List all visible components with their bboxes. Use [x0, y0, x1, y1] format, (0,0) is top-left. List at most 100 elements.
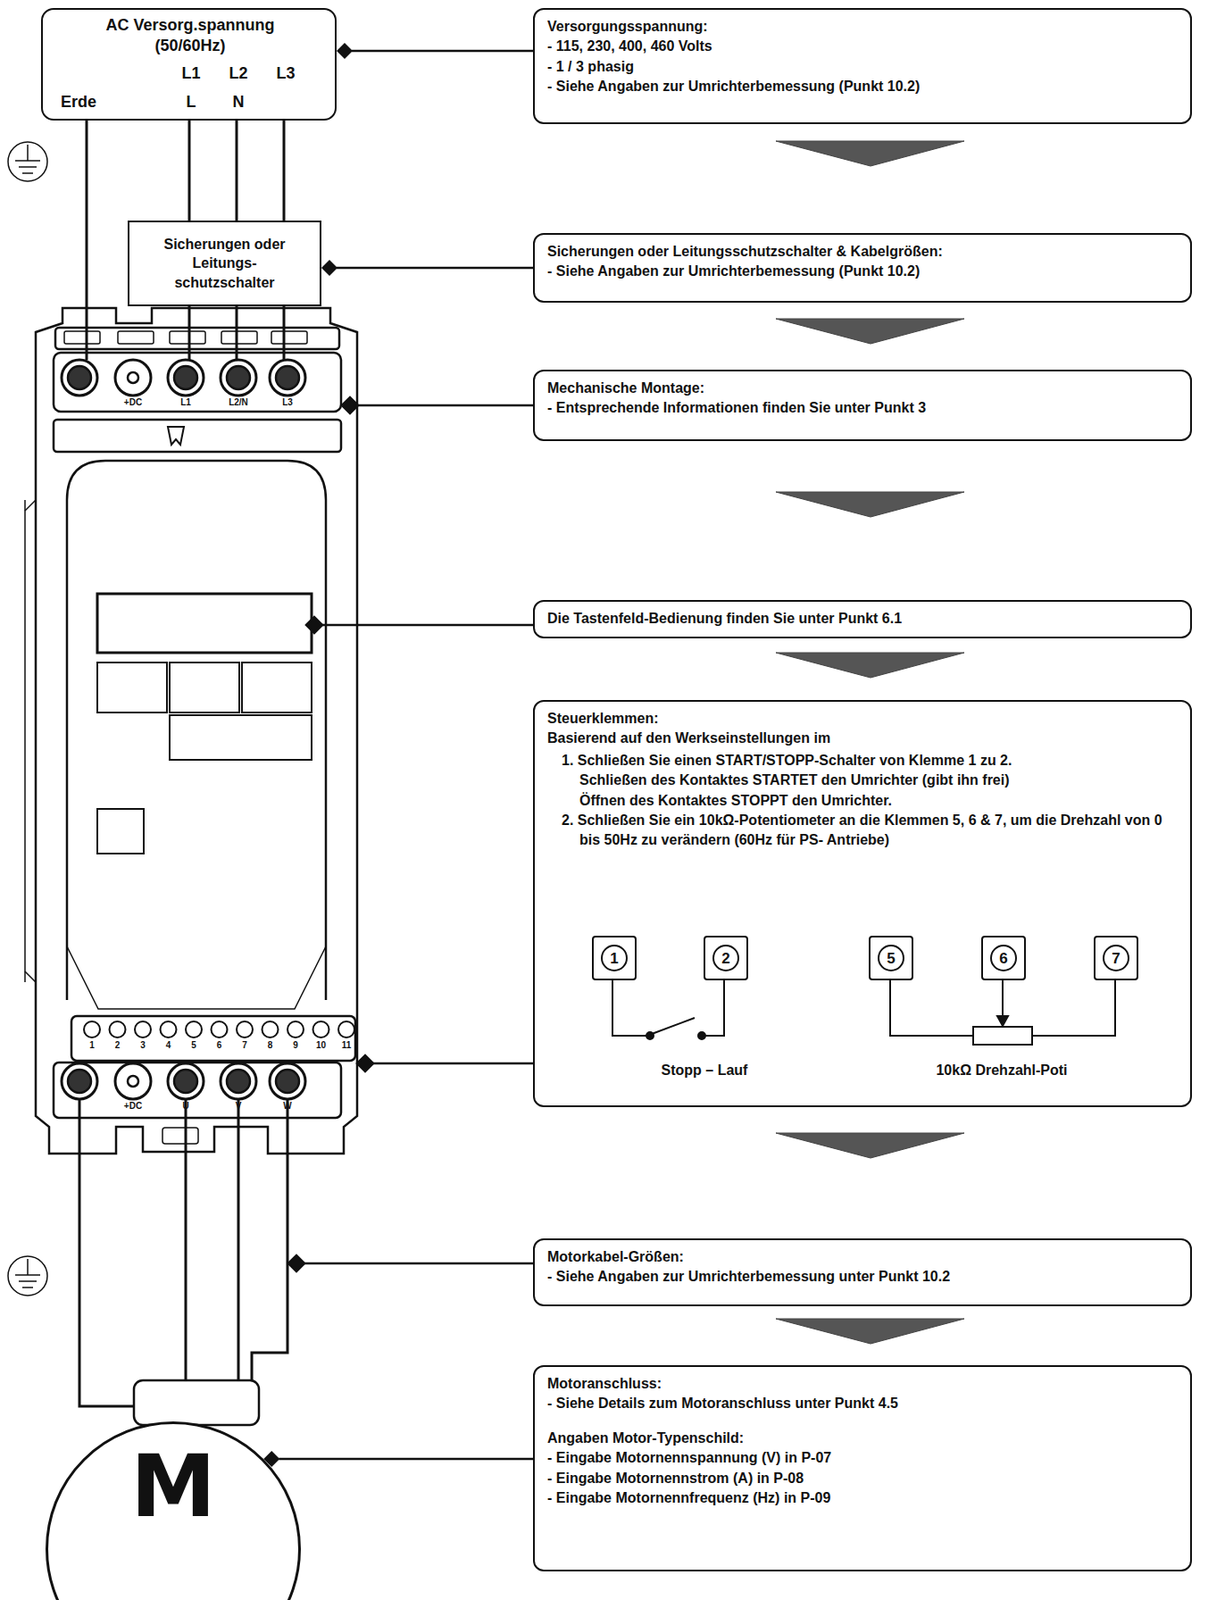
motor-terminal — [61, 1063, 306, 1100]
box-heading: Die Tastenfeld-Bedienung finden Sie unte… — [547, 608, 1178, 629]
connector — [775, 318, 965, 344]
box-text: - Eingabe Motornennspannung (V) in P-07 — [547, 1448, 1178, 1468]
power-terminal — [61, 359, 306, 396]
connector — [263, 1450, 534, 1467]
terminal-screw — [83, 1021, 100, 1038]
connector — [775, 491, 965, 517]
box-text: 1. Schließen Sie einen START/STOPP-Schal… — [561, 750, 1178, 771]
control-terminal-strip — [83, 1021, 355, 1038]
box-heading: Motorkabel-Größen: — [547, 1247, 1178, 1267]
box-text: - 1 / 3 phasig — [547, 57, 1178, 77]
phase-label: Erde — [60, 91, 97, 113]
info-box: Motoranschluss:- Siehe Details zum Motor… — [533, 1365, 1192, 1572]
switch-wiring — [612, 979, 725, 1040]
box-text: 2. Schließen Sie ein 10kΩ-Potentiometer … — [579, 810, 1178, 851]
phase-label: L — [186, 91, 197, 113]
terminal-number: 1 — [600, 944, 628, 972]
info-box: Sicherungen oder Leitungsschutzschalter … — [533, 233, 1192, 303]
terminal-number: 2 — [712, 944, 740, 972]
info-box: Steuerklemmen:Basierend auf den Werksein… — [533, 699, 1192, 1108]
terminal-number: 1 — [89, 1040, 95, 1050]
terminal-label: U — [182, 1100, 189, 1111]
wiring-label: Stopp – Lauf — [661, 1062, 749, 1079]
terminal-box: 1 — [591, 935, 637, 981]
fuse-box: Sicherungen oder Leitungs- schutzschalte… — [127, 220, 322, 307]
terminal-screw — [236, 1021, 253, 1038]
box-heading: Mechanische Montage: — [547, 378, 1178, 399]
fuse-text: Sicherungen oder Leitungs- schutzschalte… — [141, 234, 308, 293]
connector — [321, 259, 534, 276]
connector — [775, 652, 965, 678]
connector — [336, 42, 534, 59]
supply-title: AC Versorg.spannung (50/60Hz) — [87, 15, 293, 56]
terminal-number: 2 — [115, 1040, 121, 1050]
box-text: Basierend auf den Werkseinstellungen im — [547, 728, 1178, 749]
terminal-label: V — [235, 1100, 242, 1111]
info-box: Versorgungsspannung:- 115, 230, 400, 460… — [533, 8, 1192, 125]
box-heading: Steuerklemmen: — [547, 708, 1178, 729]
terminal-label: W — [283, 1100, 292, 1111]
drive-housing — [24, 308, 358, 1154]
terminal-screw — [338, 1021, 355, 1038]
terminal-label: +DC — [124, 1100, 142, 1111]
box-heading: Motoranschluss: — [547, 1374, 1178, 1394]
terminal-number: 5 — [191, 1040, 197, 1050]
phase-label: L3 — [275, 63, 295, 84]
terminal-label: +DC — [124, 397, 142, 408]
terminal-label: L1 — [180, 397, 192, 408]
phase-label: L1 — [181, 63, 200, 84]
box-text: - Eingabe Motornennstrom (A) in P-08 — [547, 1468, 1178, 1489]
terminal-box: 6 — [981, 935, 1026, 981]
box-text: - Entsprechende Informationen finden Sie… — [547, 398, 1178, 418]
terminal-number: 5 — [877, 944, 905, 972]
info-box: Motorkabel-Größen:- Siehe Angaben zur Um… — [533, 1238, 1192, 1307]
terminal-label: L2/N — [228, 397, 249, 408]
box-text: - Siehe Details zum Motoranschluss unter… — [547, 1393, 1178, 1414]
box-heading: Sicherungen oder Leitungsschutzschalter … — [547, 241, 1178, 262]
terminal-number: 9 — [292, 1040, 299, 1050]
terminal-label: L3 — [282, 397, 293, 408]
terminal-number: 4 — [166, 1040, 172, 1050]
phase-label: N — [233, 91, 245, 113]
terminal-screw — [211, 1021, 228, 1038]
terminal-screw — [287, 1021, 304, 1038]
terminal-box: 2 — [703, 935, 749, 981]
motor-letter: M — [48, 1440, 299, 1535]
box-text: - 115, 230, 400, 460 Volts — [547, 36, 1178, 57]
box-text: Schließen des Kontaktes STARTET den Umri… — [579, 770, 1178, 791]
box-heading: Versorgungsspannung: — [547, 16, 1178, 37]
supply-box: AC Versorg.spannung (50/60Hz) L1 L2 L3Erde L… — [41, 8, 337, 121]
motor-wire — [79, 1099, 288, 1407]
terminal-number: 8 — [267, 1040, 274, 1050]
box-text: - Eingabe Motornennfrequenz (Hz) in P-09 — [547, 1488, 1178, 1508]
info-box: Mechanische Montage:- Entsprechende Info… — [533, 369, 1192, 442]
box-text: Angaben Motor-Typenschild: — [547, 1428, 1178, 1449]
earth-symbol — [8, 141, 48, 182]
box-text: - Siehe Angaben zur Umrichterbemessung (… — [547, 261, 1178, 282]
connector — [775, 141, 965, 167]
motor-circle: M — [45, 1421, 301, 1600]
box-text: - Siehe Angaben zur Umrichterbemessung u… — [547, 1266, 1178, 1287]
terminal-number: 7 — [241, 1040, 248, 1050]
terminal-screw — [262, 1021, 279, 1038]
leader-line — [288, 397, 534, 1272]
connector — [236, 120, 238, 221]
terminal-number: 11 — [341, 1040, 352, 1050]
terminal-number: 7 — [1102, 944, 1130, 972]
terminal-number: 3 — [140, 1040, 146, 1050]
motor-terminal-box — [133, 1380, 259, 1425]
potentiometer-symbol — [890, 979, 1116, 1045]
connector — [189, 120, 191, 221]
terminal-screw — [109, 1021, 126, 1038]
terminal-screw — [313, 1021, 330, 1038]
terminal-screw — [160, 1021, 177, 1038]
terminal-screw — [134, 1021, 151, 1038]
wiring-label: 10kΩ Drehzahl-Poti — [935, 1062, 1067, 1079]
box-text: Öffnen des Kontaktes STOPPT den Umrichte… — [579, 791, 1178, 811]
phase-label: L2 — [228, 63, 248, 84]
terminal-box: 7 — [1093, 935, 1139, 981]
terminal-number: 10 — [316, 1040, 326, 1050]
terminal-number: 6 — [216, 1040, 223, 1050]
earth-symbol — [8, 1256, 48, 1296]
